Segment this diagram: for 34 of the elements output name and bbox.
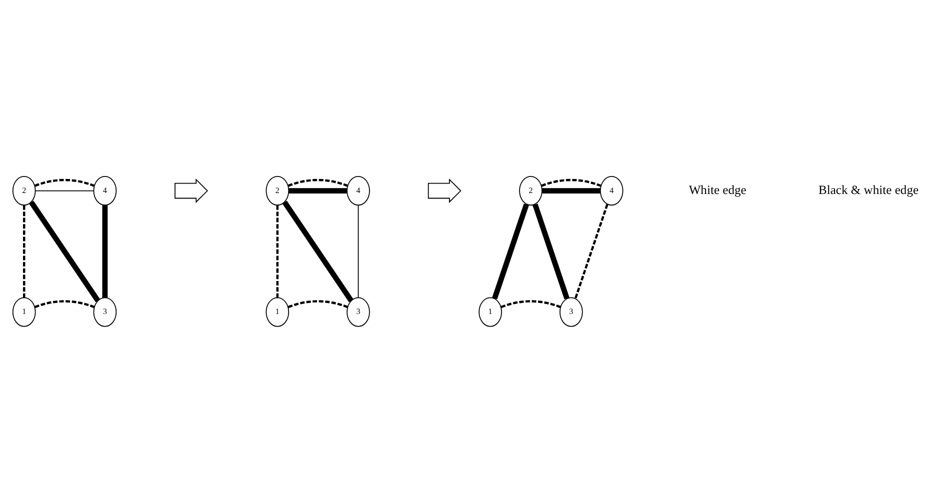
connector [102,205,108,298]
connector [276,205,279,298]
node-ellipse: 3 [346,297,370,327]
connector [500,300,561,308]
node-arrow [174,178,208,204]
connector [23,205,26,298]
connector [282,200,354,302]
legend-label: Black & white edge [818,183,919,198]
node-ellipse: 1 [12,297,36,327]
connector [288,300,348,308]
connector [35,190,94,192]
connector [29,200,100,302]
connector [358,204,359,298]
connector [34,178,95,187]
node-ellipse: 3 [93,297,117,327]
node-ellipse: 4 [346,176,370,206]
node-ellipse: 2 [519,176,542,206]
node-ellipse: 4 [600,176,624,206]
legend-label: White edge [688,183,746,198]
node-ellipse: 4 [93,176,117,206]
connector [532,204,570,300]
connector [542,188,600,194]
node-ellipse: 1 [478,297,502,327]
connector [288,178,348,187]
connector [574,204,608,299]
connector [288,188,347,194]
node-ellipse: 3 [560,297,583,327]
connector [492,204,529,300]
node-arrow [428,178,462,204]
node-ellipse: 2 [266,176,290,206]
connector [34,300,95,308]
node-ellipse: 2 [12,176,36,206]
node-ellipse: 1 [266,297,290,327]
connector [541,178,602,187]
